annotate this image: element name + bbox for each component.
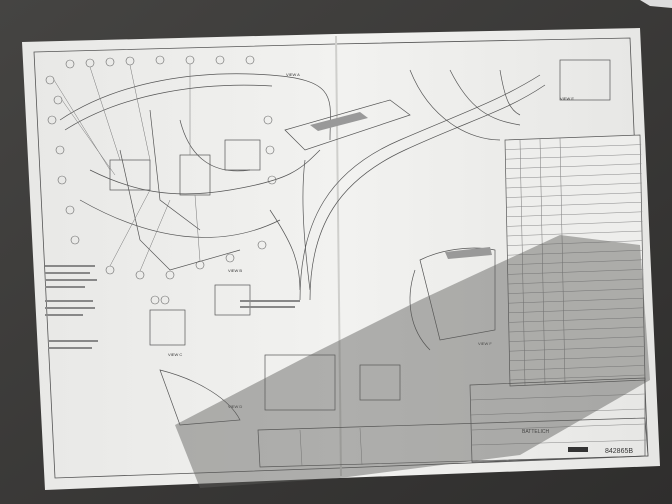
table-row-line [507, 259, 644, 266]
table-row-line [508, 317, 645, 323]
paper-sheet [22, 28, 660, 490]
table-row-line [507, 269, 644, 275]
table-row-line [505, 182, 642, 189]
shadow [175, 235, 650, 488]
view-label: VIEW D [228, 404, 242, 409]
paper-scrap [640, 0, 672, 8]
general-notes [45, 265, 300, 349]
table-row-line [508, 326, 645, 333]
table-row-line [506, 211, 643, 218]
table-row-line [509, 374, 646, 381]
table-row-line [507, 240, 643, 246]
table-row-line [508, 288, 644, 294]
table-row-line [509, 355, 645, 362]
boom-drawing [284, 59, 611, 351]
table-row-line [505, 153, 642, 160]
view-label: VIEW E [560, 96, 574, 101]
view-label: VIEW A [286, 72, 300, 77]
fold-crease [335, 35, 342, 477]
table-row-line [505, 173, 642, 179]
table-row-line [508, 297, 644, 304]
view-label: VIEW F [478, 341, 492, 346]
table-row-line [507, 249, 643, 256]
title-block-name: BATTELICH [522, 429, 550, 435]
logo [568, 447, 588, 452]
table-row-line [506, 230, 643, 237]
balloon-callouts [45, 55, 277, 305]
table-row-line [509, 365, 645, 371]
table-row-line [508, 307, 644, 314]
table-row-line [506, 221, 643, 227]
table-row-line [505, 163, 642, 170]
grille-detail [310, 112, 492, 259]
table-row-line [505, 144, 642, 150]
view-label: VIEW C [168, 352, 182, 357]
table-row-line [509, 336, 645, 342]
table-row-line [506, 192, 642, 198]
table-row-line [506, 201, 643, 208]
view-labels: VIEW A VIEW B VIEW C VIEW D VIEW E VIEW … [168, 72, 574, 409]
drawing-number: 842865B [605, 448, 633, 455]
table-row-line [509, 345, 645, 352]
leader-lines [53, 64, 201, 272]
table-row-line [507, 278, 644, 285]
view-label: VIEW B [228, 268, 242, 273]
title-block: 842865B BATTELICH [257, 377, 649, 468]
